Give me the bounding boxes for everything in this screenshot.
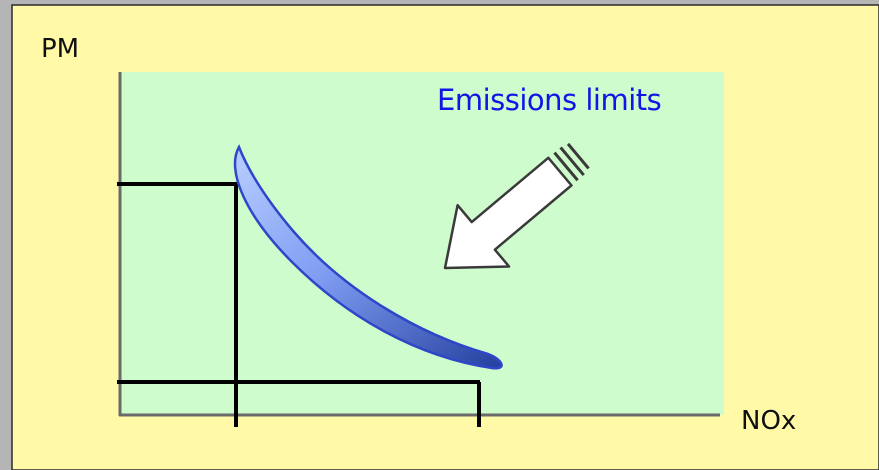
arrow-down-left-icon [443, 142, 590, 270]
y-axis-label: PM [41, 34, 80, 64]
tradeoff-curve-icon [233, 144, 503, 370]
plot-area [119, 72, 724, 415]
emissions-limits-label: Emissions limits [437, 83, 662, 117]
limit-box-old [117, 182, 238, 427]
limit-box-new [117, 380, 481, 427]
x-axis-label: NOx [741, 406, 797, 436]
